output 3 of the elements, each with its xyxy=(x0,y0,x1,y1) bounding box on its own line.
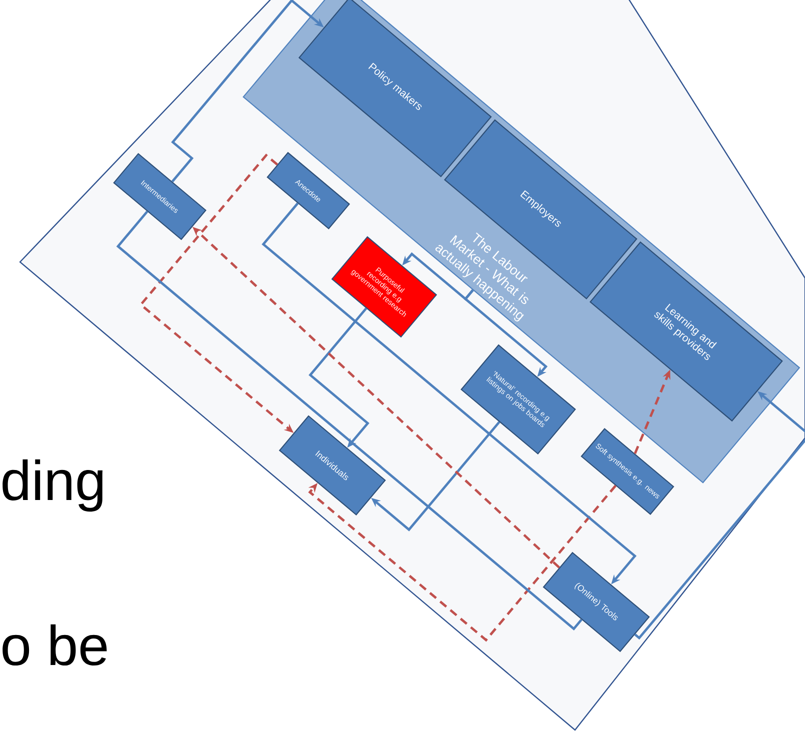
connector-line xyxy=(116,210,582,630)
slide-text: ding xyxy=(2,459,103,512)
slide-text: o be xyxy=(2,624,107,666)
